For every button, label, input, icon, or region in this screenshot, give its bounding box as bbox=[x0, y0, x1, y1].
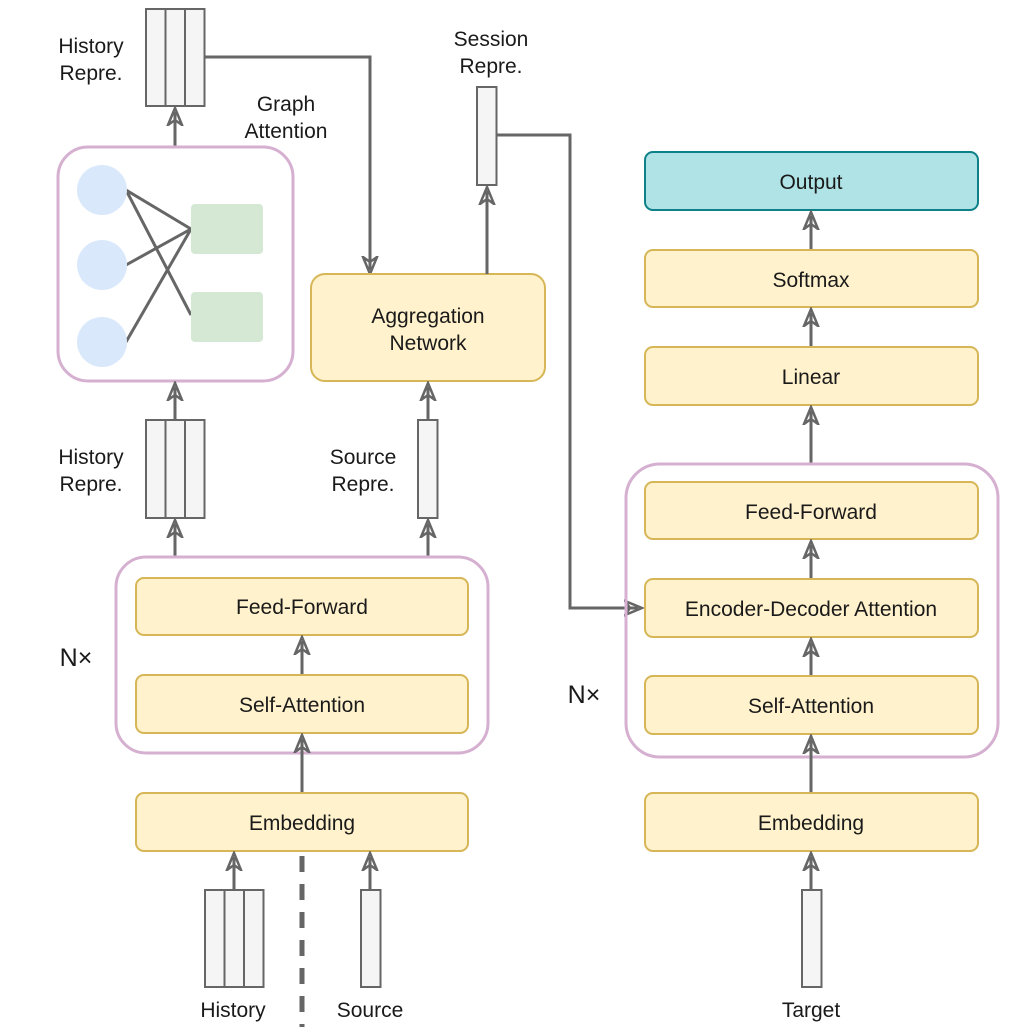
history-repr-top-label-2: Repre. bbox=[59, 62, 122, 85]
session-repr-label-2: Repre. bbox=[459, 55, 522, 78]
graph-rect-node-2 bbox=[191, 292, 263, 342]
graph-attention-label-2: Attention bbox=[245, 120, 328, 143]
session-repr-label-1: Session bbox=[454, 28, 529, 51]
history-repr-mid-vector bbox=[145, 419, 206, 519]
encoder-decoder-attention-label: Encoder-Decoder Attention bbox=[685, 598, 937, 621]
encoder-repeat-label: N× bbox=[60, 644, 93, 672]
output-label: Output bbox=[779, 171, 842, 194]
target-input-vector bbox=[801, 889, 823, 988]
linear-label: Linear bbox=[782, 366, 840, 389]
history-input-vector bbox=[204, 889, 265, 988]
encoder-embedding-label: Embedding bbox=[249, 812, 355, 835]
arrow-history-repr-to-aggregation bbox=[205, 55, 370, 270]
softmax-label: Softmax bbox=[772, 269, 850, 292]
graph-node-1 bbox=[77, 165, 127, 215]
source-repr-label-2: Repre. bbox=[331, 473, 394, 496]
history-repr-top-vector bbox=[145, 8, 206, 107]
graph-edges bbox=[124, 188, 193, 343]
encoder-feed-forward-label: Feed-Forward bbox=[236, 596, 368, 619]
source-input-vector bbox=[360, 889, 382, 988]
source-input-label: Source bbox=[337, 999, 404, 1022]
graph-rect-node-1 bbox=[191, 204, 263, 254]
decoder-self-attention-label: Self-Attention bbox=[748, 695, 874, 718]
history-repr-top-label-1: History bbox=[58, 35, 124, 58]
decoder-repeat-label: N× bbox=[568, 681, 601, 709]
graph-attention-label-1: Graph bbox=[257, 93, 315, 116]
aggregation-network-label-1: Aggregation bbox=[371, 305, 484, 328]
history-input-label: History bbox=[200, 999, 266, 1022]
source-repr-label-1: Source bbox=[330, 446, 397, 469]
encoder-embedding-box bbox=[135, 792, 469, 852]
history-repr-mid-label-2: Repre. bbox=[59, 473, 122, 496]
decoder-feed-forward-label: Feed-Forward bbox=[745, 501, 877, 524]
encoder-self-attention-label: Self-Attention bbox=[239, 694, 365, 717]
session-repr-vector bbox=[476, 86, 498, 186]
arrow-session-to-enc-dec-attention bbox=[497, 133, 638, 608]
source-repr-vector bbox=[417, 419, 439, 519]
graph-node-2 bbox=[77, 240, 127, 290]
history-repr-mid-label-1: History bbox=[58, 446, 124, 469]
target-input-label: Target bbox=[782, 999, 841, 1022]
graph-node-3 bbox=[77, 317, 127, 367]
decoder-embedding-label: Embedding bbox=[758, 812, 864, 835]
aggregation-network-label-2: Network bbox=[389, 332, 467, 355]
